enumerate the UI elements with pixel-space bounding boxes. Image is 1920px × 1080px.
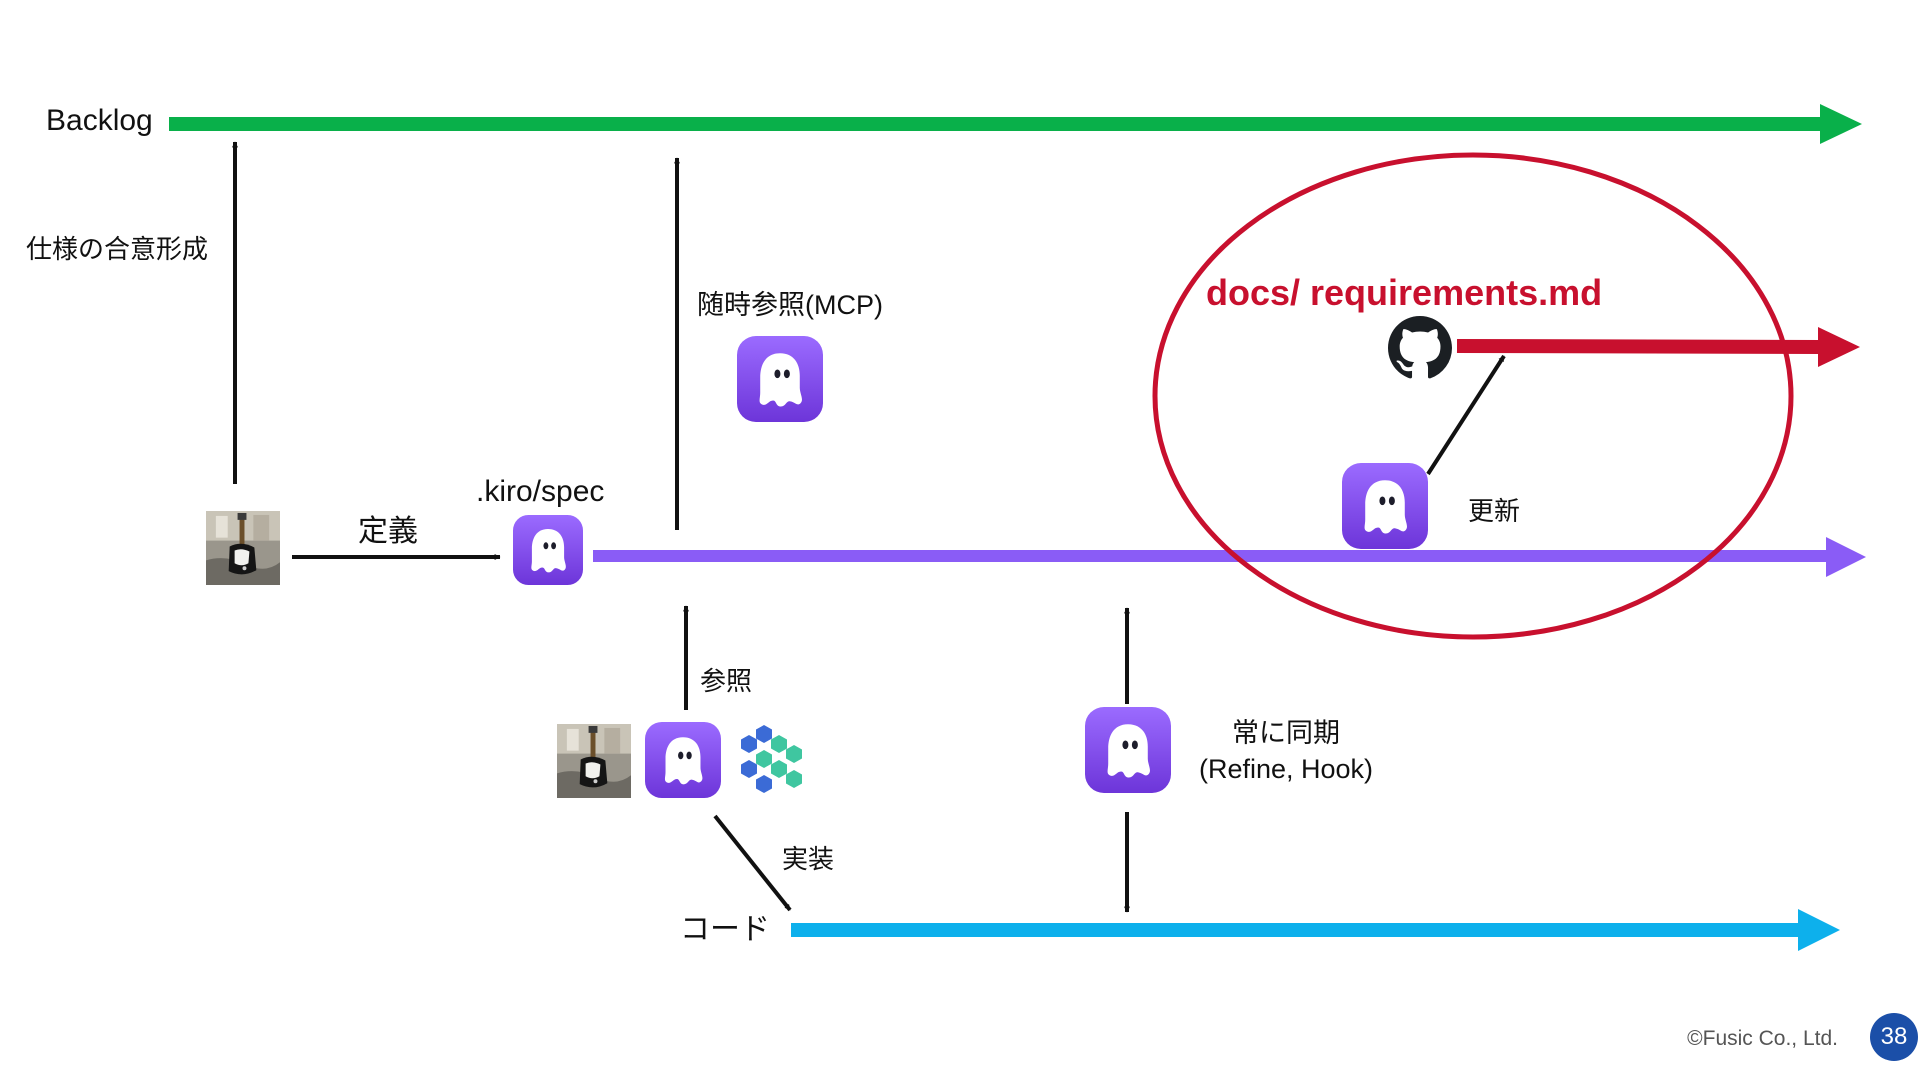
- guitar-photo-icon: [206, 511, 280, 585]
- hexagon-cluster-icon: [741, 725, 802, 793]
- kiro-ghost-icon: [1342, 463, 1428, 549]
- update-arrow: [1426, 354, 1506, 476]
- page-number-badge: 38: [1870, 1013, 1918, 1061]
- kiro-ghost-icon: [737, 336, 823, 422]
- implement-arrow: [713, 814, 792, 912]
- guitar-photo-icon: [557, 724, 631, 798]
- define-label: 定義: [358, 515, 418, 548]
- spec-timeline: [593, 537, 1866, 577]
- reference-label: 参照: [700, 666, 753, 696]
- spec-label: .kiro/spec: [476, 475, 605, 508]
- sync-label-line1: 常に同期: [1232, 718, 1340, 748]
- docs-highlight-ellipse: [1152, 152, 1794, 640]
- backlog-label: Backlog: [46, 104, 153, 137]
- implement-label: 実装: [782, 844, 835, 874]
- copyright-text: ©Fusic Co., Ltd.: [1687, 1027, 1838, 1050]
- update-label: 更新: [1468, 496, 1521, 526]
- reference-mcp-label: 随時参照(MCP): [697, 290, 883, 320]
- consensus-label: 仕様の合意形成: [26, 234, 209, 264]
- sync-label-line2: (Refine, Hook): [1198, 754, 1374, 784]
- kiro-ghost-icon: [645, 722, 721, 798]
- kiro-ghost-icon: [513, 515, 583, 585]
- github-octocat-icon: [1388, 316, 1452, 379]
- backlog-timeline: [169, 104, 1862, 144]
- docs-requirements-label: docs/ requirements.md: [1206, 272, 1603, 313]
- code-timeline: [791, 909, 1840, 951]
- kiro-ghost-icon: [1085, 707, 1171, 793]
- code-label: コード: [680, 913, 770, 946]
- docs-timeline: [1456, 327, 1860, 367]
